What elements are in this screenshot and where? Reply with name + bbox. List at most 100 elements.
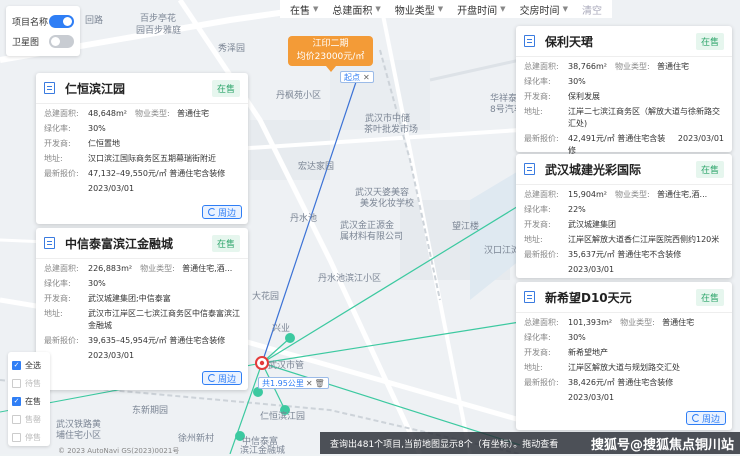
nearby-button[interactable]: 周边: [201, 205, 242, 219]
filter-area[interactable]: 总建面积▼: [332, 5, 381, 17]
map-label: 徐州新村: [178, 434, 215, 444]
map-label: 属材料有限公司: [340, 232, 404, 242]
map-label: 宏达家园: [298, 162, 335, 172]
checkbox[interactable]: [12, 432, 21, 442]
map-label: 埔住宅小区: [56, 431, 102, 441]
price-popup-price: 均价23000元/㎡: [296, 52, 365, 62]
chevron-down-icon: ▼: [500, 5, 506, 13]
layer-panel: 项目名称 卫星图: [6, 6, 80, 56]
price-date: 2023/03/01: [568, 393, 615, 402]
clear-filters-button[interactable]: 清空: [581, 5, 602, 17]
chevron-down-icon: ▼: [437, 5, 444, 13]
developer: 保利发展: [568, 92, 600, 101]
project-name-label: 项目名称: [12, 17, 49, 28]
document-icon: [44, 237, 55, 249]
developer: 武汉城建集团: [568, 220, 616, 229]
map-label: 兴业: [272, 324, 291, 334]
map-label: 武汉市管: [268, 361, 305, 371]
property-type: 普通住宅: [177, 109, 209, 118]
checkbox[interactable]: [12, 378, 21, 388]
status-option-stopped[interactable]: 停售: [12, 428, 46, 446]
map-label: 武汉金正源金: [340, 221, 395, 231]
map-label: 回路: [85, 16, 104, 26]
price-date: 2023/03/01: [677, 134, 724, 143]
checkbox[interactable]: [12, 414, 21, 424]
developer: 仁恒置地: [88, 139, 120, 148]
filter-status[interactable]: 在售▼: [290, 5, 319, 17]
map-label: 丹枫苑小区: [276, 91, 322, 101]
status-option-sold-out[interactable]: 售罄: [12, 410, 46, 428]
map-label: 园百步雅庭: [136, 26, 182, 36]
property-type: 普通住宅,酒...: [657, 190, 708, 199]
document-icon: [524, 163, 535, 175]
address: 江岸区解放大道香仁江岸医院西侧约120米: [568, 235, 720, 244]
map-label: 茶叶批发市场: [364, 125, 419, 135]
filter-open-date[interactable]: 开盘时间▼: [457, 5, 506, 17]
map-label: 华祥泰: [490, 94, 518, 104]
address: 汉口滨江国际商务区五期幕瑞街附近: [88, 154, 216, 163]
refresh-icon: [207, 374, 216, 382]
map-label: 丹水池滨江小区: [318, 274, 382, 284]
result-info-bar: 查询出481个项目,当前地图显示8个（有坐标）。拖动查看 搜狐号@搜狐焦点铜川站: [320, 432, 740, 454]
refresh-icon: [691, 414, 700, 422]
green-rate: 30%: [88, 124, 106, 133]
project-title: 保利天珺: [545, 34, 594, 49]
status-option-all[interactable]: ✓全选: [12, 360, 41, 370]
checkbox[interactable]: ✓: [12, 396, 21, 406]
status-option-on-sale[interactable]: ✓在售: [12, 396, 41, 406]
satellite-toggle[interactable]: [49, 34, 74, 48]
map-label: 百步亭花: [140, 14, 177, 24]
map-label: 汉口江滩: [484, 246, 521, 256]
filter-property-type[interactable]: 物业类型▼: [394, 5, 444, 17]
status-badge: 在售: [695, 32, 724, 50]
nearby-button[interactable]: 周边: [201, 371, 242, 385]
total-area: 101,393m²: [568, 318, 613, 327]
total-area: 226,883m²: [88, 264, 133, 273]
latest-price: 35,637元/㎡ 普通住宅不含装修: [568, 250, 682, 259]
nearby-button[interactable]: 周边: [685, 411, 726, 425]
close-icon[interactable]: ✕: [305, 379, 313, 388]
route-distance-label[interactable]: 共1.95公里✕🗑: [258, 377, 329, 389]
developer: 新希望地产: [568, 348, 608, 357]
map-label: 仁恒滨江园: [260, 412, 306, 422]
project-title: 武汉城建光彩国际: [545, 162, 642, 177]
filter-bar: 在售▼ 总建面积▼ 物业类型▼ 开盘时间▼ 交房时间▼ 清空: [280, 0, 612, 18]
price-popup[interactable]: 江印二期 均价23000元/㎡: [288, 36, 373, 72]
map-label: 秀泽园: [218, 44, 246, 54]
filter-delivery-date[interactable]: 交房时间▼: [519, 5, 568, 17]
status-option-pending[interactable]: 待售: [12, 374, 46, 392]
satellite-label: 卫星图: [12, 37, 40, 48]
latest-price: 47,132–49,550元/㎡ 普通住宅含装修: [88, 169, 226, 178]
green-rate: 30%: [568, 333, 586, 342]
close-icon[interactable]: ✕: [363, 73, 370, 82]
developer: 武汉城建集团;中信泰富: [88, 294, 171, 303]
checkbox[interactable]: ✓: [12, 360, 21, 370]
latest-price: 38,426元/㎡ 普通住宅含装修: [568, 378, 674, 387]
map-label: 东新期园: [132, 406, 169, 416]
project-name-toggle[interactable]: [49, 14, 74, 28]
chevron-down-icon: ▼: [375, 5, 381, 13]
green-rate: 22%: [568, 205, 586, 214]
status-filter-panel: ✓全选 待售 ✓在售 售罄 停售: [8, 352, 50, 446]
address: 江岸区解放大道与规划路交汇处: [568, 363, 680, 372]
map-label: 大花园: [252, 292, 280, 302]
total-area: 48,648m²: [88, 109, 127, 118]
map-label: 美发化妆学校: [360, 199, 415, 209]
property-type: 普通住宅: [657, 62, 689, 71]
map-label: 滨江金融城: [240, 446, 286, 454]
latest-price: 42,491元/㎡ 普通住宅含装修: [568, 134, 666, 155]
project-title: 仁恒滨江园: [65, 81, 126, 96]
trash-icon[interactable]: 🗑: [314, 379, 325, 388]
route-origin-label[interactable]: 起点✕: [340, 71, 374, 83]
document-icon: [44, 82, 55, 94]
green-rate: 30%: [568, 77, 586, 86]
address: 江岸二七滨江商务区（解放大道与徐新路交汇处): [568, 107, 720, 128]
price-date: 2023/03/01: [568, 265, 615, 274]
watermark: 搜狐号@搜狐焦点铜川站: [590, 437, 734, 453]
status-badge: 在售: [211, 234, 240, 252]
